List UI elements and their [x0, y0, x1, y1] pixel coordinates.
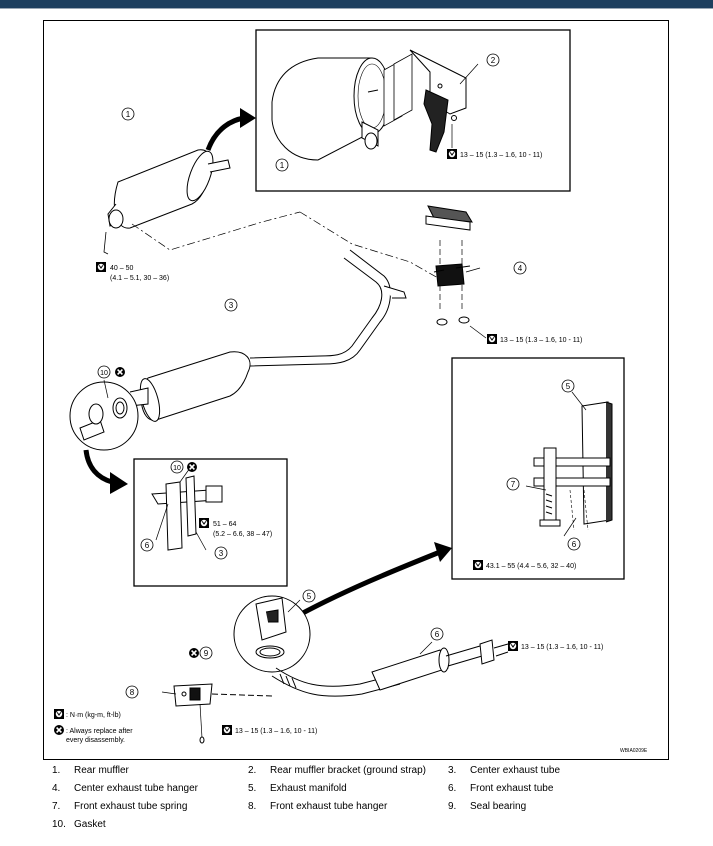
- torque-icon: [198, 517, 210, 529]
- callout-5-text: 5: [307, 592, 312, 601]
- callout-2-text: 2: [491, 56, 496, 65]
- callout-3-text: 3: [229, 301, 234, 310]
- torque-flange: 51 – 64: [213, 521, 236, 528]
- torque-flange-conv: (5.2 – 6.6, 38 – 47): [213, 531, 272, 538]
- legend-item: 4.Center exhaust tube hanger: [52, 783, 198, 794]
- parts-legend: 1.Rear muffler 2.Rear muffler bracket (g…: [52, 762, 692, 834]
- flange-detail: [133, 458, 288, 587]
- callout-7: [506, 477, 520, 491]
- torque-icon: [95, 261, 107, 273]
- callout-5-detail-text: 5: [566, 382, 571, 391]
- callout-2: [486, 53, 500, 67]
- torque-hanger-nut: 13 – 15 (1.3 – 1.6, 10 - 11): [500, 337, 582, 344]
- top-bar-rule: [0, 8, 713, 9]
- torque-manifold: 43.1 – 55 (4.4 – 5.6, 32 – 40): [486, 563, 576, 570]
- callout-6-detail-text: 6: [145, 541, 150, 550]
- replace-icon: [188, 647, 200, 659]
- legend-item: 7.Front exhaust tube spring: [52, 801, 188, 812]
- gasket-circle-detail: [69, 379, 139, 451]
- callout-6-manifold-text: 6: [572, 540, 577, 549]
- legend-item: 8.Front exhaust tube hanger: [248, 801, 388, 812]
- callout-1-detail-text: 1: [280, 161, 285, 170]
- manifold-detail: [451, 357, 625, 580]
- callout-1-text: 1: [126, 110, 131, 119]
- callout-10-detail-text: 10: [173, 465, 181, 472]
- callout-8: [125, 685, 139, 699]
- legend-row: 10.Gasket: [52, 816, 692, 834]
- callout-5: [302, 589, 316, 603]
- legend-item: 1.Rear muffler: [52, 765, 129, 776]
- callout-6: [430, 627, 444, 641]
- legend-item: 9.Seal bearing: [448, 801, 527, 812]
- legend-item: 3.Center exhaust tube: [448, 765, 561, 776]
- torque-front-hanger-bolt: 13 – 15 (1.3 – 1.6, 10 - 11): [235, 728, 317, 735]
- callout-9-text: 9: [204, 649, 209, 658]
- callout-5-detail: [561, 379, 575, 393]
- legend-row: 7.Front exhaust tube spring 8.Front exha…: [52, 798, 692, 816]
- callout-7-text: 7: [511, 480, 516, 489]
- callout-4: [513, 261, 527, 275]
- legend-item: 6.Front exhaust tube: [448, 783, 554, 794]
- center-exhaust-tube: [129, 249, 407, 422]
- torque-front-hanger-stud: 13 – 15 (1.3 – 1.6, 10 - 11): [521, 644, 603, 651]
- front-exhaust-tube: [233, 595, 509, 697]
- replace-icon: [53, 724, 65, 736]
- torque-icon: [221, 724, 233, 736]
- figure-code: WBIA0209E: [620, 748, 648, 754]
- callout-8-text: 8: [130, 688, 135, 697]
- torque-icon: [446, 148, 458, 160]
- torque-muffler-mount: 40 – 50: [110, 265, 133, 272]
- callout-10-text: 10: [100, 370, 108, 377]
- callout-3-detail: [214, 546, 228, 560]
- rear-muffler-detail: [255, 29, 571, 192]
- key-replace-line1: : Always replace after: [66, 728, 133, 735]
- legend-item: 2.Rear muffler bracket (ground strap): [248, 765, 426, 776]
- legend-row: 4.Center exhaust tube hanger 5.Exhaust m…: [52, 780, 692, 798]
- callout-10-detail: [170, 460, 184, 474]
- callout-4-text: 4: [518, 264, 523, 273]
- torque-icon: [507, 640, 519, 652]
- callout-6-detail: [140, 538, 154, 552]
- front-tube-hanger: [161, 683, 273, 744]
- legend-item: 10.Gasket: [52, 819, 106, 830]
- center-tube-hanger: [425, 205, 487, 339]
- callout-3-detail-text: 3: [219, 549, 224, 558]
- rear-muffler: [103, 149, 231, 255]
- callout-1-detail: [275, 158, 289, 172]
- torque-icon: [472, 559, 484, 571]
- diagram-frame: [43, 20, 669, 760]
- key-replace-line2: every disassembly.: [66, 737, 125, 744]
- torque-muffler-mount-conv: (4.1 – 5.1, 30 – 36): [110, 275, 169, 282]
- legend-row: 1.Rear muffler 2.Rear muffler bracket (g…: [52, 762, 692, 780]
- callout-3: [224, 298, 238, 312]
- routing-lines: [131, 211, 463, 312]
- callout-6-manifold: [567, 537, 581, 551]
- callout-6-text: 6: [435, 630, 440, 639]
- top-bar: [0, 0, 713, 8]
- callout-9: [199, 646, 213, 660]
- replace-icon: [114, 366, 126, 378]
- legend-item: 5.Exhaust manifold: [248, 783, 347, 794]
- callout-1: [121, 107, 135, 121]
- key-torque-unit: : N·m (kg-m, ft-lb): [66, 712, 121, 719]
- torque-bracket: 13 – 15 (1.3 – 1.6, 10 - 11): [460, 152, 542, 159]
- torque-icon: [486, 333, 498, 345]
- replace-icon: [186, 461, 198, 473]
- callout-10: [97, 365, 111, 379]
- torque-icon: [53, 708, 65, 720]
